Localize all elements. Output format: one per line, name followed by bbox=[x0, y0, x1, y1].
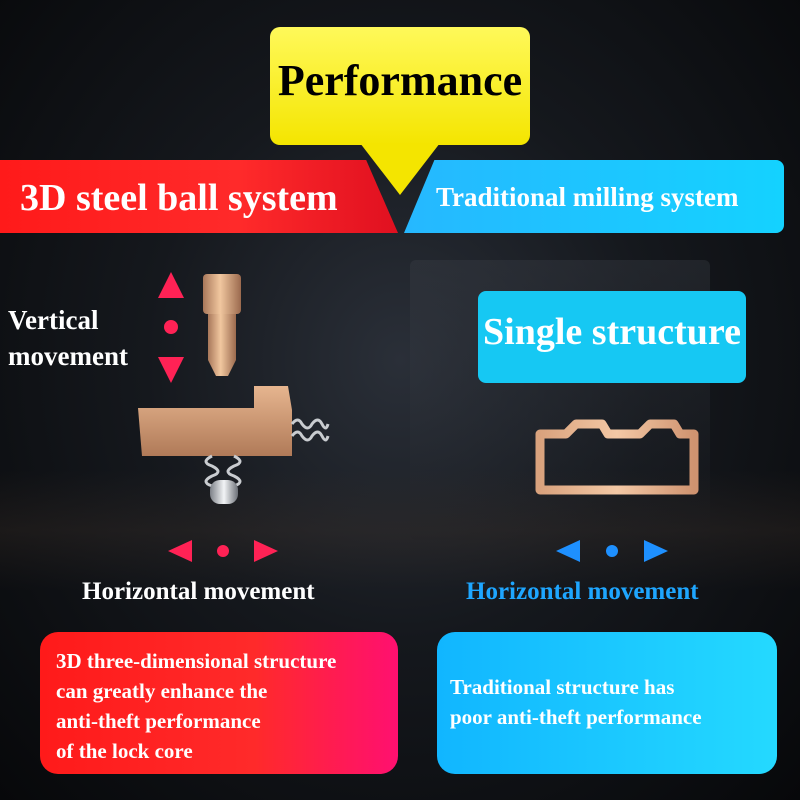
right-banner-label: Traditional milling system bbox=[436, 182, 739, 212]
vertical-movement-label: Vertical movement bbox=[8, 302, 128, 374]
right-banner bbox=[404, 160, 784, 233]
left-description: 3D three-dimensional structure can great… bbox=[56, 646, 336, 766]
double-horizontal-arrow-icon bbox=[168, 540, 278, 562]
milling-key-profile bbox=[535, 419, 699, 495]
left-description-line: can greatly enhance the bbox=[56, 679, 268, 703]
double-horizontal-arrow-icon bbox=[556, 540, 668, 562]
page-title: Performance bbox=[277, 56, 523, 105]
right-description: Traditional structure has poor anti-thef… bbox=[450, 672, 702, 732]
left-description-line: 3D three-dimensional structure bbox=[56, 649, 337, 673]
right-description-panel bbox=[437, 632, 777, 774]
left-description-panel bbox=[40, 632, 398, 774]
left-banner-label: 3D steel ball system bbox=[20, 177, 338, 219]
performance-bubble bbox=[270, 27, 530, 145]
left-description-line: of the lock core bbox=[56, 739, 193, 763]
right-horizontal-movement-label: Horizontal movement bbox=[466, 578, 699, 605]
left-horizontal-movement-label: Horizontal movement bbox=[82, 578, 315, 605]
steel-ball-lock-mechanism bbox=[138, 386, 330, 504]
left-banner bbox=[0, 160, 398, 233]
single-structure-label: Single structure bbox=[483, 311, 741, 353]
left-description-line: anti-theft performance bbox=[56, 709, 261, 733]
double-vertical-arrow-icon bbox=[158, 272, 184, 383]
right-description-line: poor anti-theft performance bbox=[450, 705, 702, 729]
brass-pin-icon bbox=[203, 274, 241, 376]
vertical-movement-line-2: movement bbox=[8, 341, 128, 371]
right-description-line: Traditional structure has bbox=[450, 675, 675, 699]
single-structure-box bbox=[478, 291, 746, 383]
vertical-movement-line-1: Vertical bbox=[8, 305, 99, 335]
